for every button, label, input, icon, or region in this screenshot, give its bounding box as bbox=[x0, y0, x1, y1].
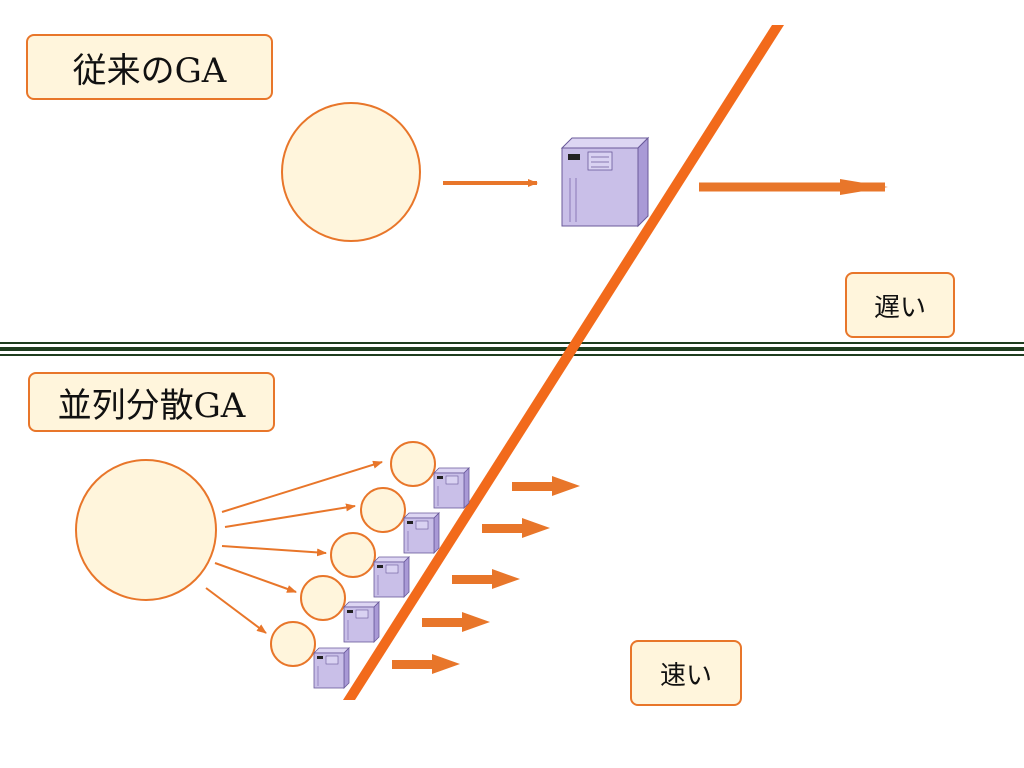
server-icon bbox=[313, 647, 350, 689]
sub-population-circle bbox=[300, 575, 346, 621]
server-icon bbox=[343, 601, 380, 643]
conventional-ga-label: 従来のGA bbox=[26, 34, 273, 100]
sub-population-circle bbox=[330, 532, 376, 578]
population-circle-large bbox=[75, 459, 217, 601]
section-divider bbox=[0, 342, 1024, 356]
server-icon bbox=[403, 512, 440, 554]
sub-population-circle bbox=[270, 621, 316, 667]
arrow-right-icon bbox=[422, 612, 490, 632]
conventional-ga-text: 従来のGA bbox=[72, 50, 227, 91]
arrow-right-icon bbox=[221, 460, 383, 513]
server-icon bbox=[561, 137, 649, 227]
time-threshold-line bbox=[343, 25, 784, 700]
arrow-right-icon bbox=[214, 562, 297, 593]
arrow-right-icon bbox=[221, 545, 327, 557]
arrow-right-icon bbox=[205, 587, 267, 634]
sub-population-circle bbox=[360, 487, 406, 533]
slow-text: 遅い bbox=[873, 292, 926, 323]
arrow-right-icon bbox=[452, 569, 520, 589]
server-icon bbox=[373, 556, 410, 598]
fast-text: 速い bbox=[659, 660, 712, 691]
arrow-right-icon bbox=[392, 654, 460, 674]
arrow-right-icon bbox=[512, 476, 580, 496]
distributed-ga-text: 並列分散GA bbox=[57, 385, 246, 426]
arrow-head bbox=[840, 179, 888, 195]
distributed-ga-label: 並列分散GA bbox=[28, 372, 275, 432]
sub-population-circle bbox=[390, 441, 436, 487]
arrow-right-icon bbox=[482, 518, 550, 538]
arrow-right-icon bbox=[224, 503, 356, 528]
slow-label: 遅い bbox=[845, 272, 955, 338]
population-circle-large bbox=[281, 102, 421, 242]
server-icon bbox=[433, 467, 470, 509]
fast-label: 速い bbox=[630, 640, 742, 706]
